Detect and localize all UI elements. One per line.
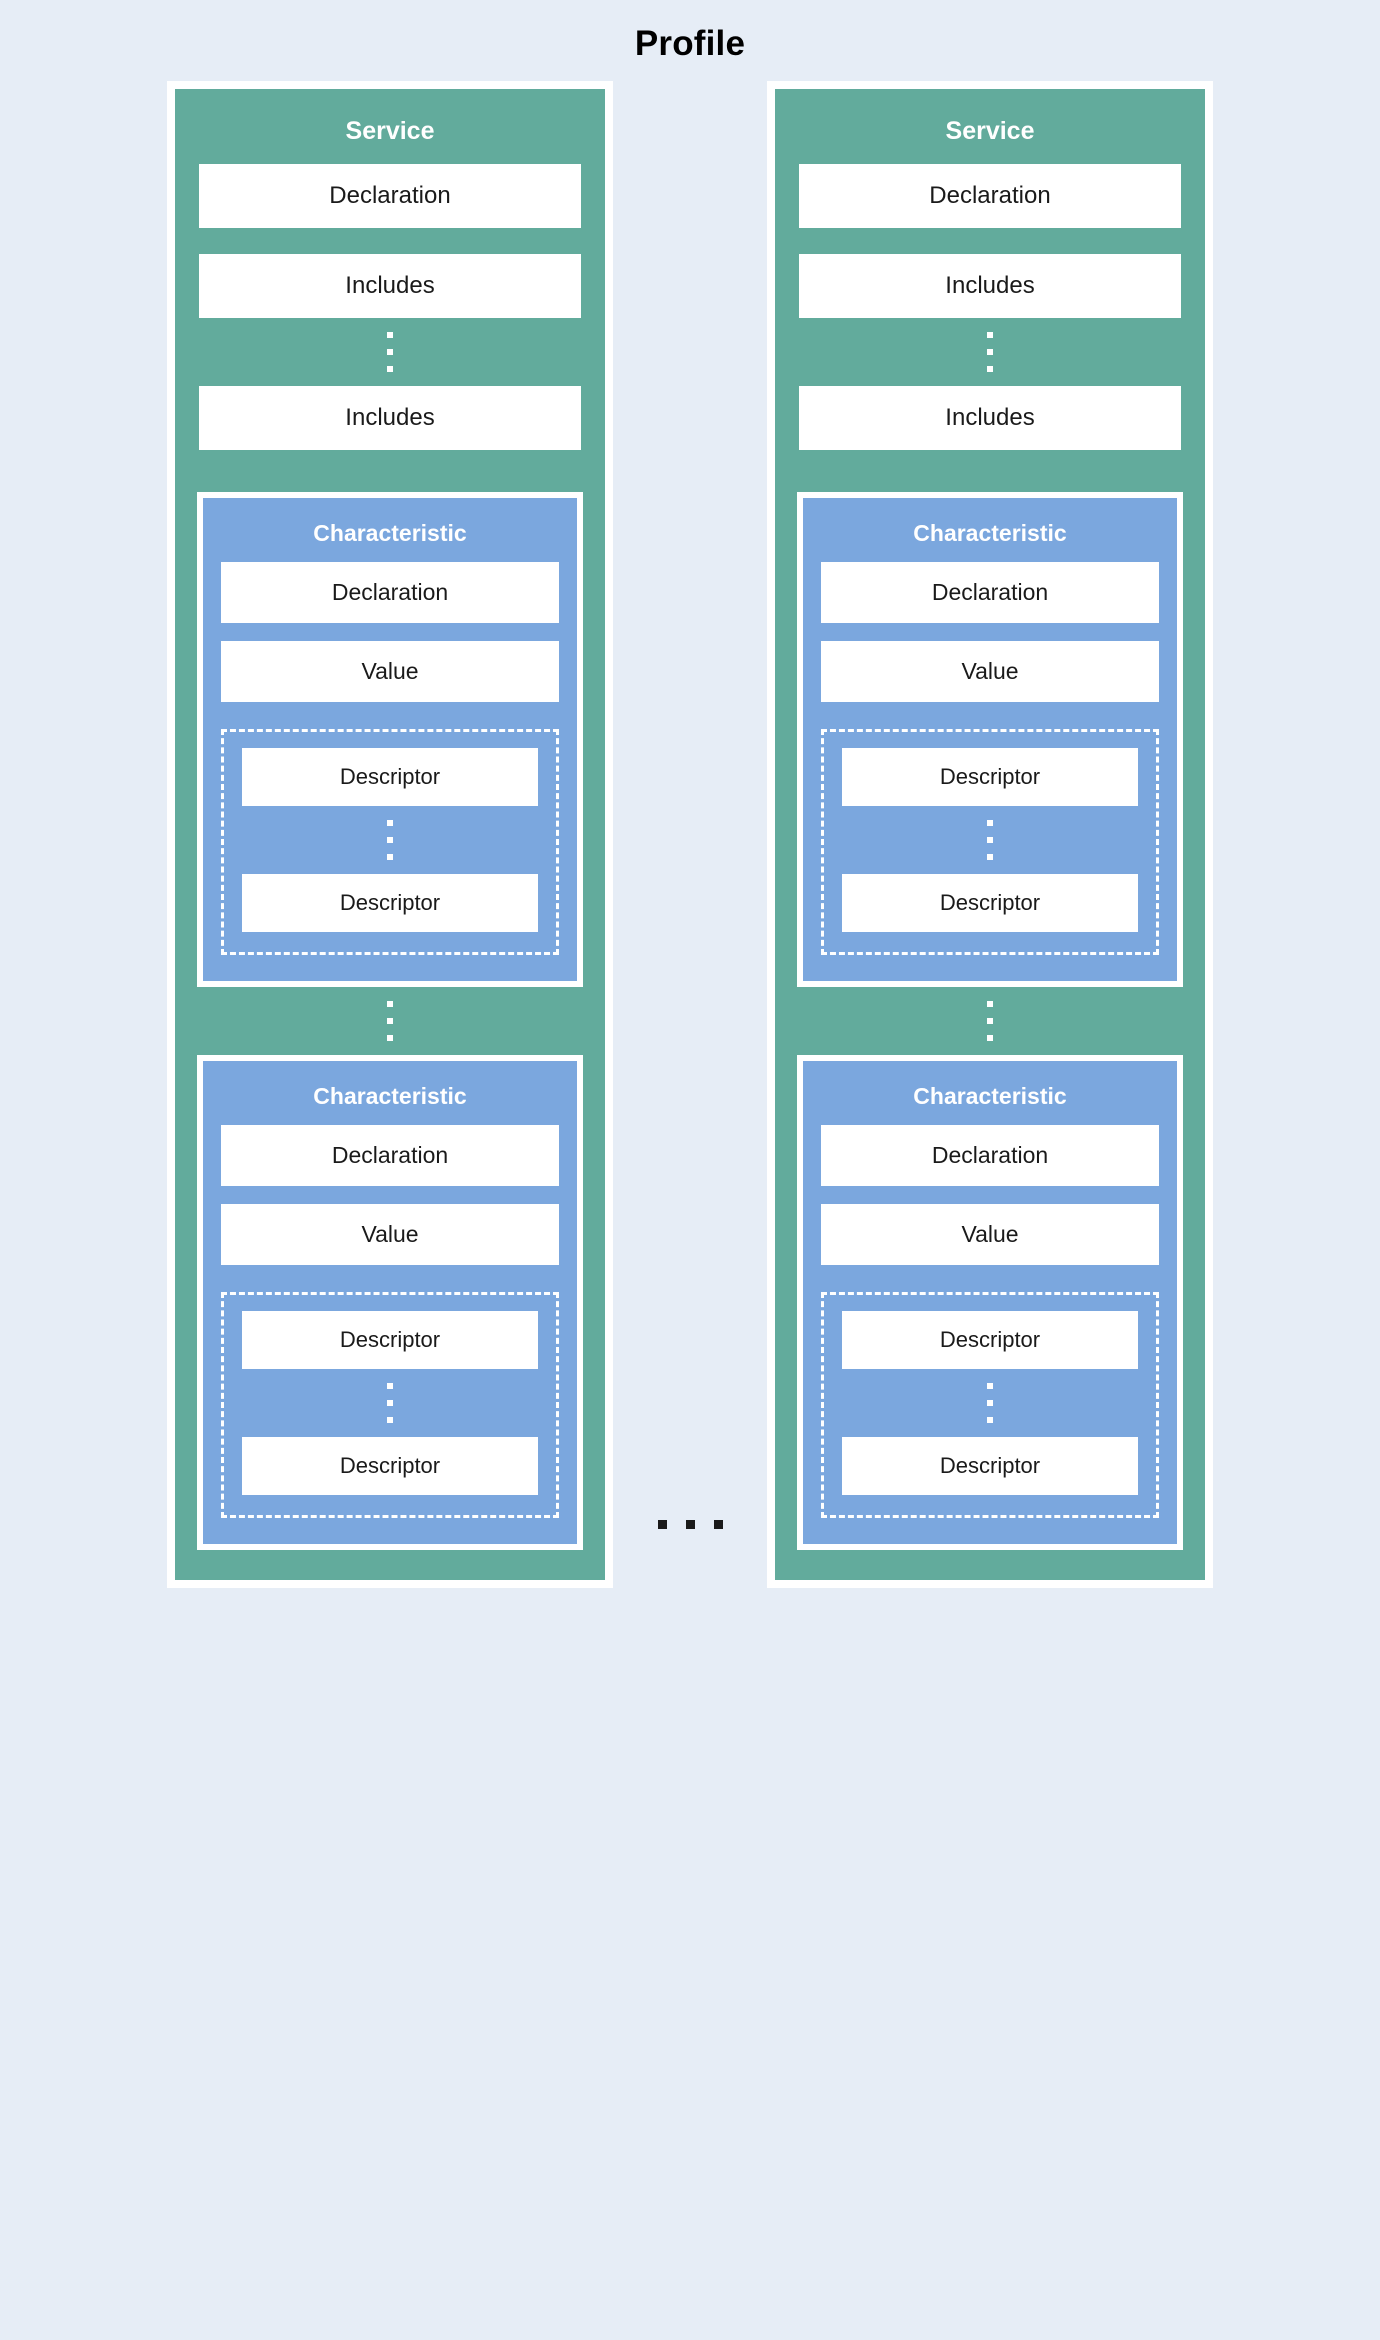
descriptor-ellipsis-icon bbox=[242, 1369, 538, 1437]
ellipsis-dot bbox=[387, 332, 393, 338]
spacer bbox=[797, 228, 1183, 254]
service-includes-last-box[interactable]: Includes bbox=[799, 386, 1181, 450]
service-columns: Service Declaration Includes Includes Ch… bbox=[0, 81, 1380, 1588]
ellipsis-dot bbox=[987, 1001, 993, 1007]
characteristic-declaration-box[interactable]: Declaration bbox=[221, 1125, 559, 1186]
descriptor-group: Descriptor Descriptor bbox=[221, 1292, 559, 1518]
ellipsis-dot bbox=[987, 1035, 993, 1041]
ellipsis-dot bbox=[987, 332, 993, 338]
ellipsis-dot bbox=[387, 854, 393, 860]
ellipsis-dot bbox=[987, 837, 993, 843]
descriptor-last-box[interactable]: Descriptor bbox=[842, 1437, 1138, 1495]
services-ellipsis-container bbox=[613, 81, 767, 1588]
ellipsis-dot bbox=[685, 1520, 695, 1529]
descriptor-ellipsis-icon bbox=[842, 806, 1138, 874]
descriptor-group: Descriptor Descriptor bbox=[821, 1292, 1159, 1518]
ellipsis-dot bbox=[387, 837, 393, 843]
descriptor-last-box[interactable]: Descriptor bbox=[842, 874, 1138, 932]
ellipsis-dot bbox=[387, 1383, 393, 1389]
spacer bbox=[221, 1186, 559, 1204]
service-includes-last-box[interactable]: Includes bbox=[199, 386, 581, 450]
ellipsis-dot bbox=[387, 349, 393, 355]
ellipsis-dot bbox=[987, 1400, 993, 1406]
ellipsis-dot bbox=[657, 1520, 667, 1529]
spacer bbox=[821, 623, 1159, 641]
ellipsis-dot bbox=[387, 1001, 393, 1007]
services-ellipsis-icon bbox=[657, 1520, 723, 1529]
characteristic-block-1[interactable]: Characteristic Declaration Value Descrip… bbox=[197, 492, 583, 987]
descriptor-group: Descriptor Descriptor bbox=[821, 729, 1159, 955]
spacer bbox=[197, 228, 583, 254]
ellipsis-dot bbox=[387, 1417, 393, 1423]
descriptor-first-box[interactable]: Descriptor bbox=[242, 1311, 538, 1369]
descriptor-last-box[interactable]: Descriptor bbox=[242, 1437, 538, 1495]
descriptor-group: Descriptor Descriptor bbox=[221, 729, 559, 955]
service-declaration-box[interactable]: Declaration bbox=[799, 164, 1181, 228]
descriptor-first-box[interactable]: Descriptor bbox=[842, 748, 1138, 806]
descriptor-first-box[interactable]: Descriptor bbox=[842, 1311, 1138, 1369]
characteristic-title: Characteristic bbox=[313, 1083, 467, 1109]
characteristic-ellipsis-icon bbox=[197, 987, 583, 1055]
characteristic-block-1[interactable]: Characteristic Declaration Value Descrip… bbox=[797, 492, 1183, 987]
characteristic-value-box[interactable]: Value bbox=[821, 641, 1159, 702]
ellipsis-dot bbox=[987, 1383, 993, 1389]
service-includes-first-box[interactable]: Includes bbox=[799, 254, 1181, 318]
characteristic-title: Characteristic bbox=[913, 1083, 1067, 1109]
service-title: Service bbox=[345, 117, 435, 145]
ellipsis-dot bbox=[987, 1417, 993, 1423]
characteristic-value-box[interactable]: Value bbox=[221, 1204, 559, 1265]
descriptor-first-box[interactable]: Descriptor bbox=[242, 748, 538, 806]
descriptor-ellipsis-icon bbox=[842, 1369, 1138, 1437]
ellipsis-dot bbox=[387, 366, 393, 372]
service-declaration-box[interactable]: Declaration bbox=[199, 164, 581, 228]
spacer bbox=[821, 1186, 1159, 1204]
characteristic-value-box[interactable]: Value bbox=[821, 1204, 1159, 1265]
descriptor-last-box[interactable]: Descriptor bbox=[242, 874, 538, 932]
ellipsis-dot bbox=[987, 854, 993, 860]
characteristic-block-2[interactable]: Characteristic Declaration Value Descrip… bbox=[197, 1055, 583, 1550]
spacer bbox=[197, 450, 583, 492]
characteristic-ellipsis-icon bbox=[797, 987, 1183, 1055]
service-block-2[interactable]: Service Declaration Includes Includes Ch… bbox=[767, 81, 1213, 1588]
characteristic-title: Characteristic bbox=[313, 520, 467, 546]
ellipsis-dot bbox=[987, 349, 993, 355]
spacer bbox=[797, 450, 1183, 492]
ellipsis-dot bbox=[987, 1018, 993, 1024]
includes-ellipsis-icon bbox=[197, 318, 583, 386]
service-includes-first-box[interactable]: Includes bbox=[199, 254, 581, 318]
characteristic-title: Characteristic bbox=[913, 520, 1067, 546]
characteristic-declaration-box[interactable]: Declaration bbox=[821, 1125, 1159, 1186]
ellipsis-dot bbox=[387, 1035, 393, 1041]
characteristic-declaration-box[interactable]: Declaration bbox=[821, 562, 1159, 623]
ellipsis-dot bbox=[387, 1400, 393, 1406]
characteristic-value-box[interactable]: Value bbox=[221, 641, 559, 702]
ellipsis-dot bbox=[987, 366, 993, 372]
service-block-1[interactable]: Service Declaration Includes Includes Ch… bbox=[167, 81, 613, 1588]
ellipsis-dot bbox=[387, 1018, 393, 1024]
characteristic-block-2[interactable]: Characteristic Declaration Value Descrip… bbox=[797, 1055, 1183, 1550]
service-title: Service bbox=[945, 117, 1035, 145]
ellipsis-dot bbox=[713, 1520, 723, 1529]
ellipsis-dot bbox=[987, 820, 993, 826]
descriptor-ellipsis-icon bbox=[242, 806, 538, 874]
spacer bbox=[221, 623, 559, 641]
includes-ellipsis-icon bbox=[797, 318, 1183, 386]
ellipsis-dot bbox=[387, 820, 393, 826]
page-title: Profile bbox=[634, 24, 746, 63]
characteristic-declaration-box[interactable]: Declaration bbox=[221, 562, 559, 623]
